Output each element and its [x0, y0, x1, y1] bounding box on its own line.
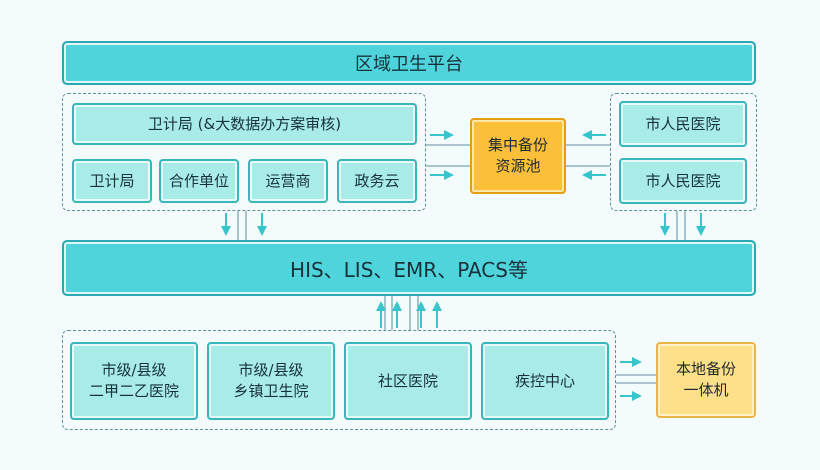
wide-node-label: 卫计局 (&大数据办方案审核) — [147, 114, 342, 133]
node-partner-label: 合作单位 — [168, 171, 229, 190]
central-backup-pool-label: 集中备份 资源池 — [487, 136, 548, 175]
node-city-county-hospital: 市级/县级 二甲二乙医院 — [70, 342, 198, 420]
left-group — [62, 93, 426, 211]
node-community-hospital-label: 社区医院 — [377, 371, 438, 390]
node-township-health-center-label: 市级/县级 乡镇卫生院 — [233, 361, 309, 400]
node-carrier-label: 运营商 — [265, 171, 311, 190]
local-backup-appliance: 本地备份 一体机 — [656, 342, 756, 418]
node-city-county-hospital-label: 市级/县级 二甲二乙医院 — [88, 361, 179, 400]
top-platform-label: 区域卫生平台 — [355, 54, 463, 75]
node-carrier: 运营商 — [248, 159, 328, 203]
node-city-hospital-1: 市人民医院 — [619, 101, 747, 147]
node-gov-cloud: 政务云 — [337, 159, 417, 203]
wide-node-health-bureau: 卫计局 (&大数据办方案审核) — [72, 103, 417, 145]
middle-systems-band: HIS、LIS、EMR、PACS等 — [62, 240, 756, 296]
node-city-hospital-2-label: 市人民医院 — [645, 171, 721, 190]
middle-systems-label: HIS、LIS、EMR、PACS等 — [290, 257, 528, 282]
central-backup-pool: 集中备份 资源池 — [470, 118, 566, 194]
node-gov-cloud-label: 政务云 — [354, 171, 400, 190]
node-cdc: 疾控中心 — [481, 342, 609, 420]
top-platform-band: 区域卫生平台 — [62, 41, 756, 85]
node-health-bureau: 卫计局 — [72, 159, 152, 203]
node-community-hospital: 社区医院 — [344, 342, 472, 420]
bottom-group — [62, 330, 616, 430]
local-backup-appliance-label: 本地备份 一体机 — [675, 360, 736, 399]
node-partner: 合作单位 — [159, 159, 239, 203]
node-cdc-label: 疾控中心 — [514, 371, 575, 390]
node-health-bureau-label: 卫计局 — [89, 171, 135, 190]
right-group — [610, 93, 757, 211]
node-city-hospital-1-label: 市人民医院 — [645, 114, 721, 133]
node-city-hospital-2: 市人民医院 — [619, 158, 747, 204]
node-township-health-center: 市级/县级 乡镇卫生院 — [207, 342, 335, 420]
